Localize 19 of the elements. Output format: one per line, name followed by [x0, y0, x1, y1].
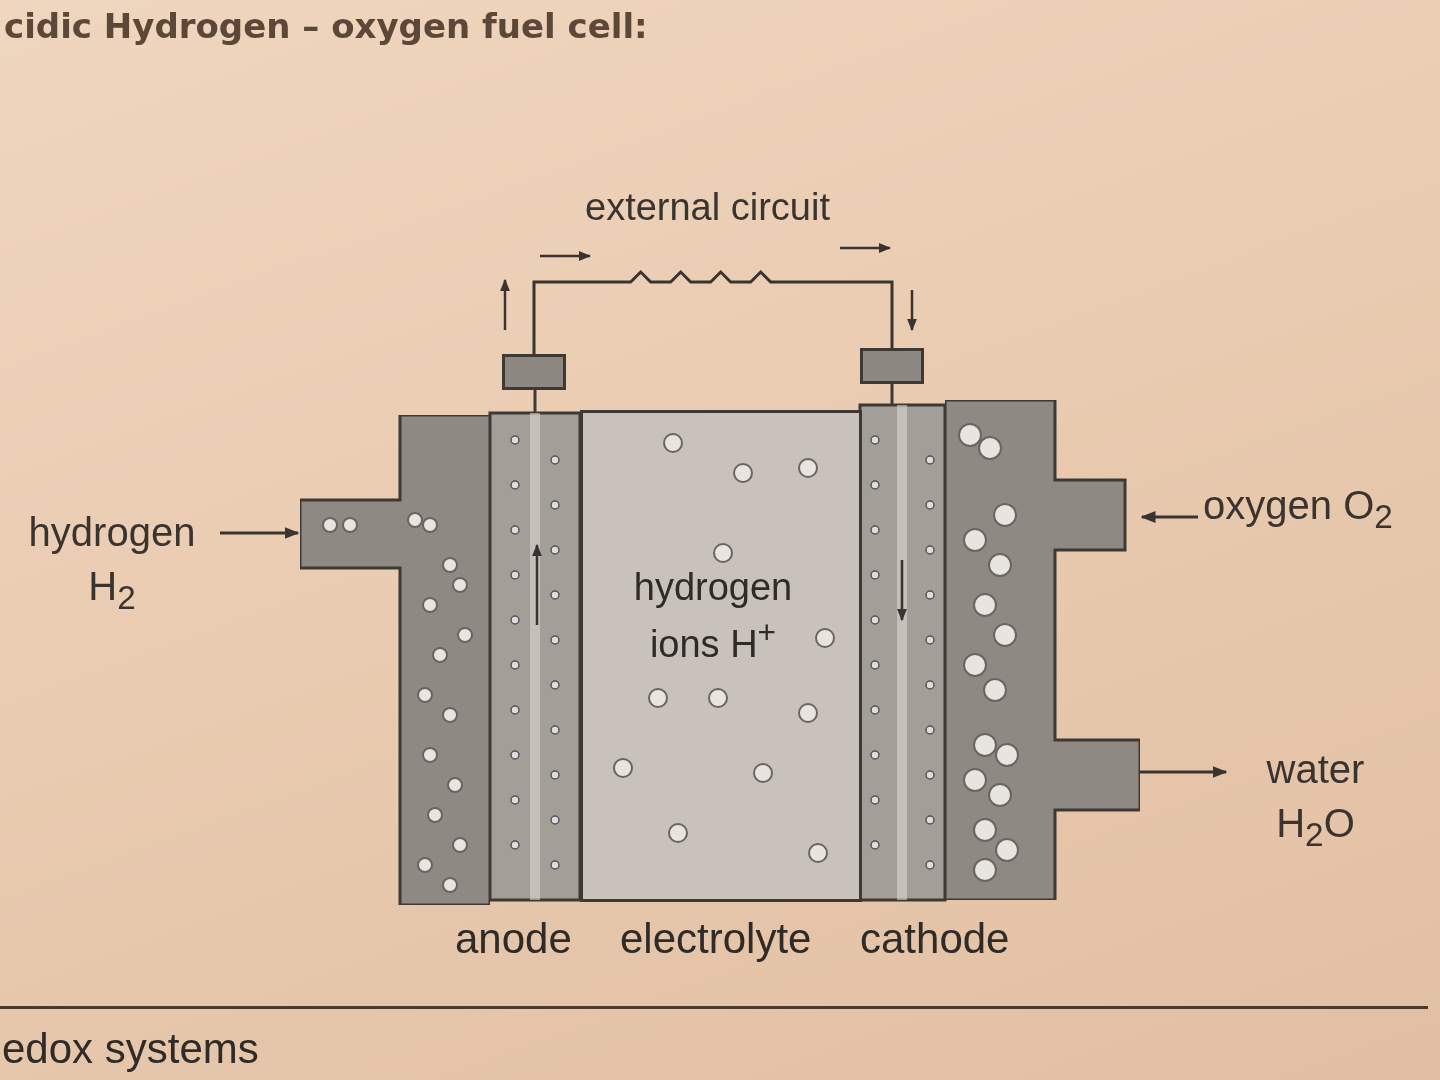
circuit-wire	[532, 269, 894, 354]
part-label: anode	[455, 915, 572, 963]
stream-label: water H$_{2}$O	[1228, 742, 1403, 872]
section-heading: edox systems	[2, 1025, 259, 1073]
arrow	[1140, 511, 1198, 523]
page-heading: cidic Hydrogen – oxygen fuel cell:	[4, 6, 648, 46]
stream-label: oxygen O$_{2}$	[1198, 478, 1398, 608]
part-label: cathode	[860, 915, 1010, 963]
arrow	[220, 527, 300, 539]
electrode-terminal	[502, 354, 566, 390]
gas-chamber	[945, 400, 1140, 900]
electrolyte-compartment	[580, 410, 862, 902]
arrow	[1140, 766, 1228, 778]
ion-label: hydrogen ions H$^{+}$	[632, 565, 794, 668]
gas-chamber	[300, 415, 490, 905]
electrode-terminal	[860, 348, 924, 384]
part-label: electrolyte	[620, 915, 812, 963]
stream-label: hydrogen H$_{2}$	[4, 505, 220, 625]
edge-label: external circuit	[585, 186, 830, 229]
